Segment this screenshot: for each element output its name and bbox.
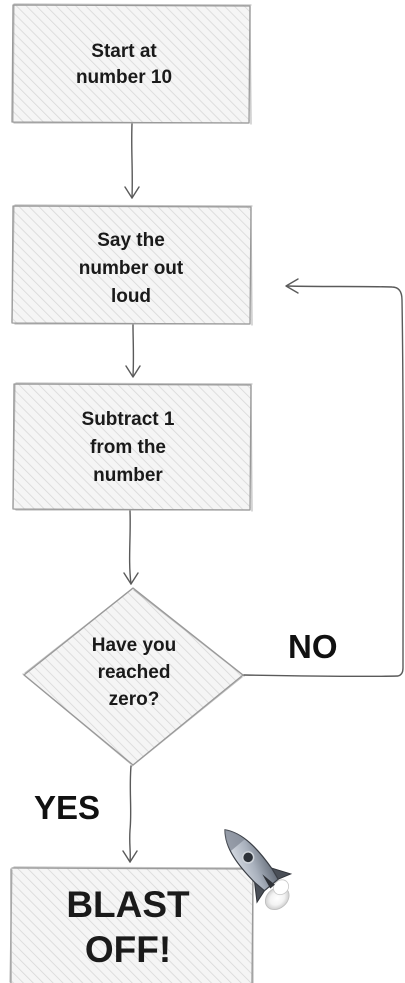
connector-subtract-to-decision: [123, 510, 139, 585]
blast-off-node: BLAST OFF!: [9, 866, 255, 983]
blast-off-label-line-1: BLAST: [66, 884, 190, 925]
no-edge-label: NO: [288, 628, 338, 665]
start-node-label-line-1: Start at: [91, 41, 157, 62]
start-node: Start at number 10: [11, 3, 252, 125]
connector-no-loop: [243, 278, 404, 678]
say-number-label-line-3: loud: [111, 286, 151, 307]
say-number-label-line-2: number out: [79, 258, 184, 279]
subtract-label-line-3: number: [93, 465, 163, 486]
rocket-icon: [224, 829, 293, 911]
connector-yes: [122, 765, 138, 863]
decision-label-line-1: Have you: [92, 635, 176, 656]
blast-off-label-line-2: OFF!: [85, 929, 171, 970]
decision-label-line-2: reached: [98, 662, 171, 683]
connector-start-to-say: [124, 123, 140, 199]
say-number-label-line-1: Say the: [97, 230, 165, 251]
say-number-node: Say the number out loud: [11, 204, 253, 326]
yes-edge-label: YES: [34, 789, 100, 826]
subtract-label-line-2: from the: [90, 437, 166, 458]
start-node-label-line-2: number 10: [76, 67, 172, 88]
subtract-label-line-1: Subtract 1: [82, 409, 175, 430]
connector-say-to-subtract: [125, 324, 141, 378]
decision-label-line-3: zero?: [109, 689, 160, 710]
decision-node: Have you reached zero?: [22, 587, 245, 767]
subtract-node: Subtract 1 from the number: [12, 382, 253, 512]
